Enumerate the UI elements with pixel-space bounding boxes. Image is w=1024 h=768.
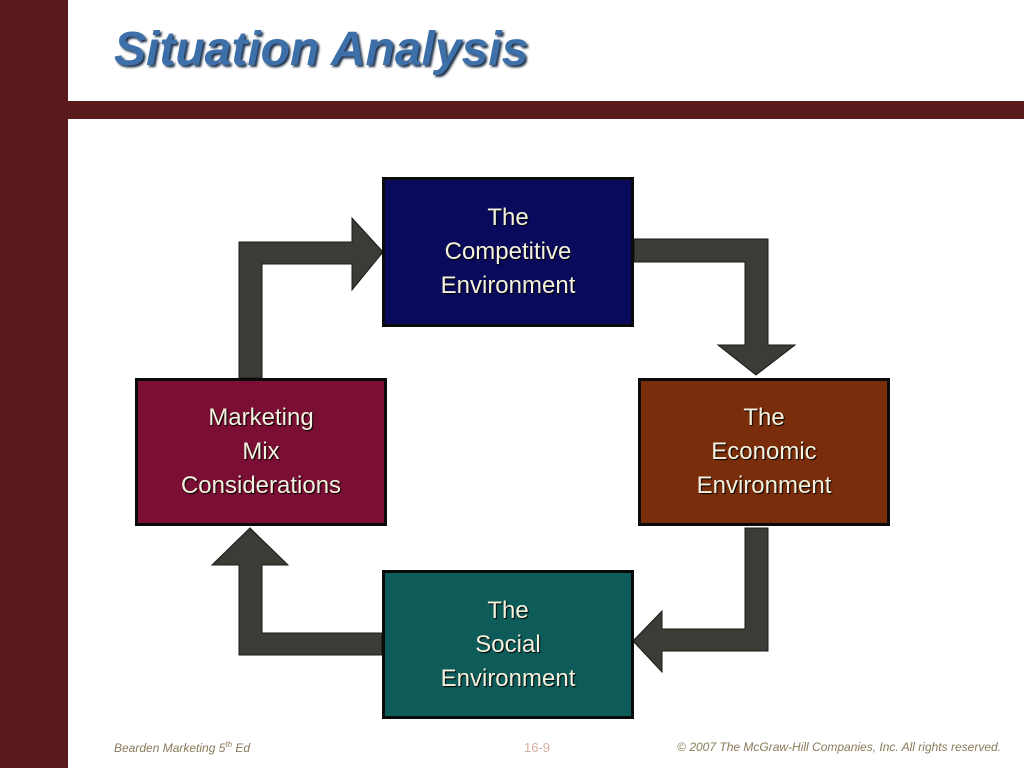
node-economic-environment: The Economic Environment: [638, 378, 890, 526]
footer-book-credit: Bearden Marketing 5th Ed: [114, 740, 250, 755]
footer-edition-suffix: Ed: [232, 741, 251, 755]
arrow-social-to-marketing: [210, 527, 383, 656]
title-divider: [68, 101, 1024, 119]
copyright-notice: © 2007 The McGraw-Hill Companies, Inc. A…: [677, 740, 1001, 754]
page-number: 16-9: [524, 740, 551, 755]
node-label: Marketing Mix Considerations: [180, 404, 342, 499]
node-label: The Social Environment: [440, 596, 576, 692]
node-label: The Economic Environment: [696, 404, 832, 499]
footer-book-title: Bearden Marketing 5: [114, 741, 226, 755]
left-frame-bar: [0, 0, 68, 768]
footer-edition-superscript: th: [225, 740, 233, 749]
node-competitive-environment: The Competitive Environment: [382, 177, 634, 327]
slide-title: Situation Analysis: [114, 23, 529, 76]
arrow-marketing-to-competitive: [238, 216, 384, 379]
node-marketing-mix: Marketing Mix Considerations: [135, 378, 387, 526]
node-label: The Competitive Environment: [440, 204, 576, 299]
node-social-environment: The Social Environment: [382, 570, 634, 719]
arrow-competitive-to-economic: [633, 238, 797, 376]
arrow-economic-to-social: [632, 527, 769, 674]
